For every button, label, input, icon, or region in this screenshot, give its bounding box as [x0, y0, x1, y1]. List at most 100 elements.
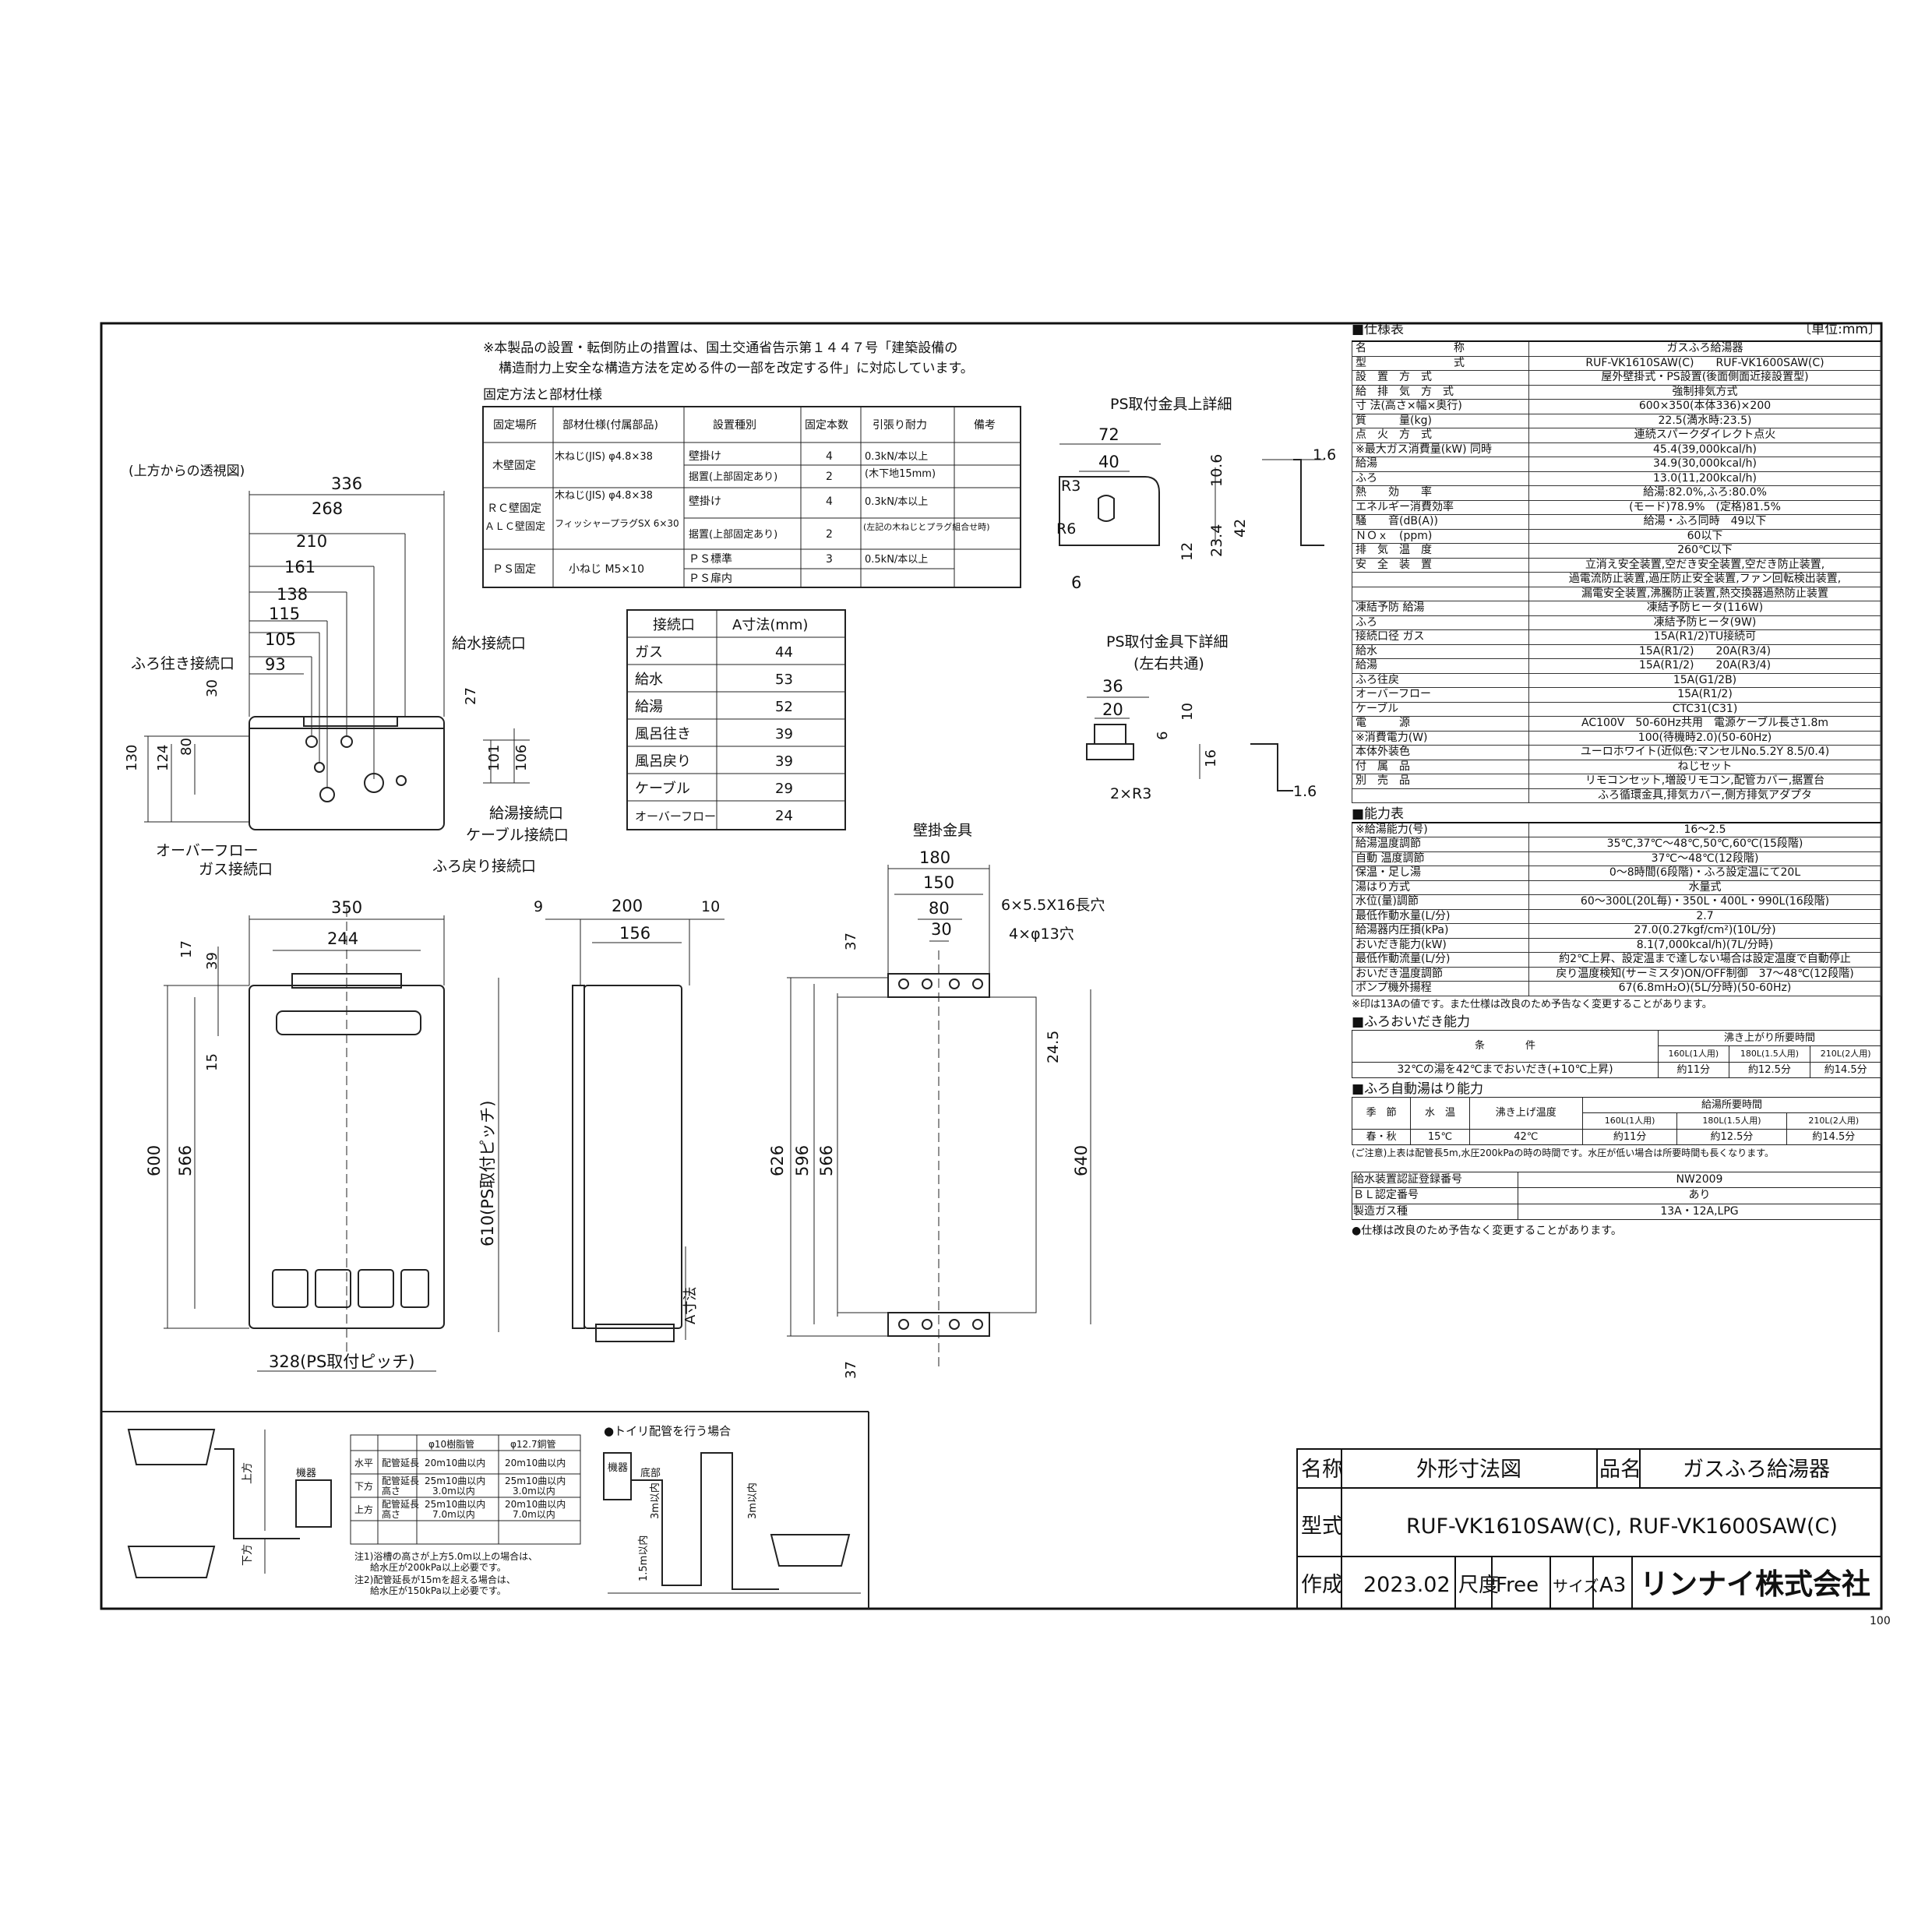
- spec-label: 点 火 方 式: [1352, 428, 1529, 442]
- dim-12: 12: [1179, 542, 1196, 561]
- dim-24-5: 24.5: [1045, 1031, 1062, 1063]
- title-name-label: 名称: [1301, 1458, 1343, 1482]
- spec-value: 45.4(39,000kcal/h): [1653, 442, 1757, 456]
- dim-10: 10: [701, 898, 720, 915]
- dim-10-6: 10.6: [1208, 454, 1225, 487]
- note-slot: 6×5.5X16長穴: [1001, 897, 1105, 914]
- dim-30b: 30: [931, 920, 952, 939]
- fixing-r3-c2: 据置(上部固定あり): [689, 529, 777, 541]
- spec-value: ねじセット: [1677, 760, 1733, 773]
- perf-value: 27.0(0.27kgf/cm²)(10L/分): [1634, 924, 1776, 936]
- spec-label: 本体外装色: [1352, 746, 1529, 760]
- oidaki-col-2: 210L(2人用): [1810, 1045, 1881, 1063]
- spec-value: 60以下: [1687, 529, 1723, 542]
- autofill-season: 春・秋: [1351, 1128, 1412, 1145]
- perf-label: 水位(量)調節: [1352, 895, 1529, 909]
- spec-row: ふろ循環金具,排気カバー,側方排気アダプタ: [1352, 788, 1881, 803]
- cert-label-2: 製造ガス種: [1352, 1203, 1518, 1220]
- perf-label: 自動 温度調節: [1352, 851, 1529, 866]
- fixing-header-1: 部材仕様(付属部品): [562, 419, 658, 432]
- fixing-r3-c3: 2: [826, 528, 833, 541]
- label-overflow: オーバーフロー: [156, 842, 259, 859]
- bath-r1-c0: 下方: [354, 1480, 373, 1492]
- label-furo-out: ふろ往き接続口: [131, 655, 234, 672]
- spec-value: 34.9(30,000kcal/h): [1653, 457, 1757, 470]
- title-scale: Free: [1496, 1574, 1539, 1597]
- autofill-h0: 季 節: [1351, 1096, 1412, 1130]
- dim-180: 180: [919, 848, 950, 867]
- side-view-drawing: [545, 918, 724, 1342]
- perf-value: 2.7: [1696, 909, 1714, 922]
- fixing-r2-c0: ＲＣ壁固定: [487, 502, 541, 515]
- bath-r4-c1: 高さ: [382, 1508, 400, 1520]
- title-model: RUF-VK1610SAW(C), RUF-VK1600SAW(C): [1406, 1514, 1838, 1539]
- bath-header-3: φ12.7銅管: [510, 1438, 556, 1450]
- dim-1-6-lower: 1.6: [1293, 783, 1317, 800]
- dim-105: 105: [265, 630, 296, 649]
- spec-value: ガスふろ給湯器: [1666, 342, 1743, 354]
- spec-label: 給水: [1352, 644, 1529, 658]
- conn-val-0: 44: [775, 644, 793, 661]
- spec-value: リモコンセット,増設リモコン,配管カバー,据置台: [1585, 774, 1825, 787]
- page-number: 100: [1870, 1615, 1891, 1627]
- bath-r1-c2: 25m10曲以内: [425, 1475, 485, 1486]
- spec-row: 寸 法(高さ×幅×奥行)600×350(本体336)×200: [1352, 400, 1881, 414]
- bath-toi-note: ●トイリ配管を行う場合: [604, 1424, 731, 1438]
- spec-row: ふろ凍結予防ヒータ(9W): [1352, 615, 1881, 630]
- bath-r3-c0: 上方: [354, 1504, 373, 1515]
- dim-600: 600: [145, 1145, 164, 1176]
- spec-value: RUF-VK1610SAW(C) RUF-VK1600SAW(C): [1585, 356, 1824, 369]
- dim-17: 17: [178, 940, 195, 958]
- conn-name-5: ケーブル: [635, 780, 690, 797]
- bath-label-3m-b: 3m以内: [746, 1482, 759, 1519]
- perf-value: 0～8時間(6段階)・ふろ設定温にて20L: [1609, 866, 1801, 879]
- dim-640: 640: [1072, 1145, 1091, 1176]
- dim-6b: 6: [1155, 732, 1171, 740]
- spec-label: ＮＯｘ (ppm): [1352, 529, 1529, 543]
- dim-161: 161: [284, 558, 316, 576]
- spec-value: ユーロホワイト(近似色:マンセルNo.5.2Y 8.5/0.4): [1580, 746, 1830, 758]
- spec-value: 15A(R1/2) 20A(R3/4): [1638, 659, 1772, 672]
- oidaki-val-0: 約11分: [1658, 1061, 1729, 1078]
- spec-value: 立消え安全装置,空だき安全装置,空だき防止装置,: [1585, 558, 1825, 571]
- spec-row: ※最大ガス消費量(kW) 同時 45.4(39,000kcal/h): [1352, 442, 1881, 457]
- dim-r6: R6: [1056, 520, 1076, 538]
- perf-value: 水量式: [1688, 880, 1722, 894]
- spec-label: [1352, 788, 1529, 802]
- spec-value: 15A(R1/2)TU接続可: [1653, 630, 1757, 643]
- bath-note-2: 注2)配管延長が15mを超える場合は、: [354, 1574, 516, 1585]
- spec-label: 質 量(kg): [1352, 414, 1529, 428]
- dim-40: 40: [1098, 453, 1119, 471]
- dim-1-6-upper: 1.6: [1313, 446, 1336, 464]
- spec-label: ※最大ガス消費量(kW) 同時: [1352, 442, 1529, 457]
- bath-r4-c2: 7.0m以内: [432, 1509, 475, 1520]
- dim-80b: 80: [929, 899, 950, 918]
- fixing-r3-c0: ＡＬＣ壁固定: [485, 521, 545, 533]
- spec-label: 給湯: [1352, 659, 1529, 673]
- autofill-h1: 水 温: [1410, 1096, 1470, 1130]
- fixing-r1-c1: (木下地15mm): [865, 468, 936, 480]
- spec-label: ふろ往戻: [1352, 673, 1529, 687]
- bath-r0-c3: 20m10曲以内: [505, 1458, 566, 1468]
- spec-label: 別 売 品: [1352, 774, 1529, 788]
- title-made: 2023.02: [1363, 1573, 1451, 1597]
- spec-value: 強制排気方式: [1672, 385, 1738, 398]
- perf-label: 最低作動流量(L/分): [1352, 953, 1529, 967]
- spec-title: ■仕様表: [1352, 322, 1405, 337]
- spec-row: ＮＯｘ (ppm) 60以下: [1352, 529, 1881, 544]
- spec-label: ケーブル: [1352, 702, 1529, 716]
- spec-value: 15A(G1/2B): [1673, 673, 1737, 686]
- dim-r3: R3: [1061, 478, 1081, 495]
- autofill-h2: 沸き上げ温度: [1468, 1096, 1583, 1130]
- performance-title: ■能力表: [1352, 806, 1405, 822]
- spec-unit: 〔単位:mm〕: [1798, 322, 1881, 337]
- dim-244: 244: [327, 929, 358, 948]
- perf-value: 戻り温度検知(サーミスタ)ON/OFF制御 37～48℃(12段階): [1556, 967, 1854, 980]
